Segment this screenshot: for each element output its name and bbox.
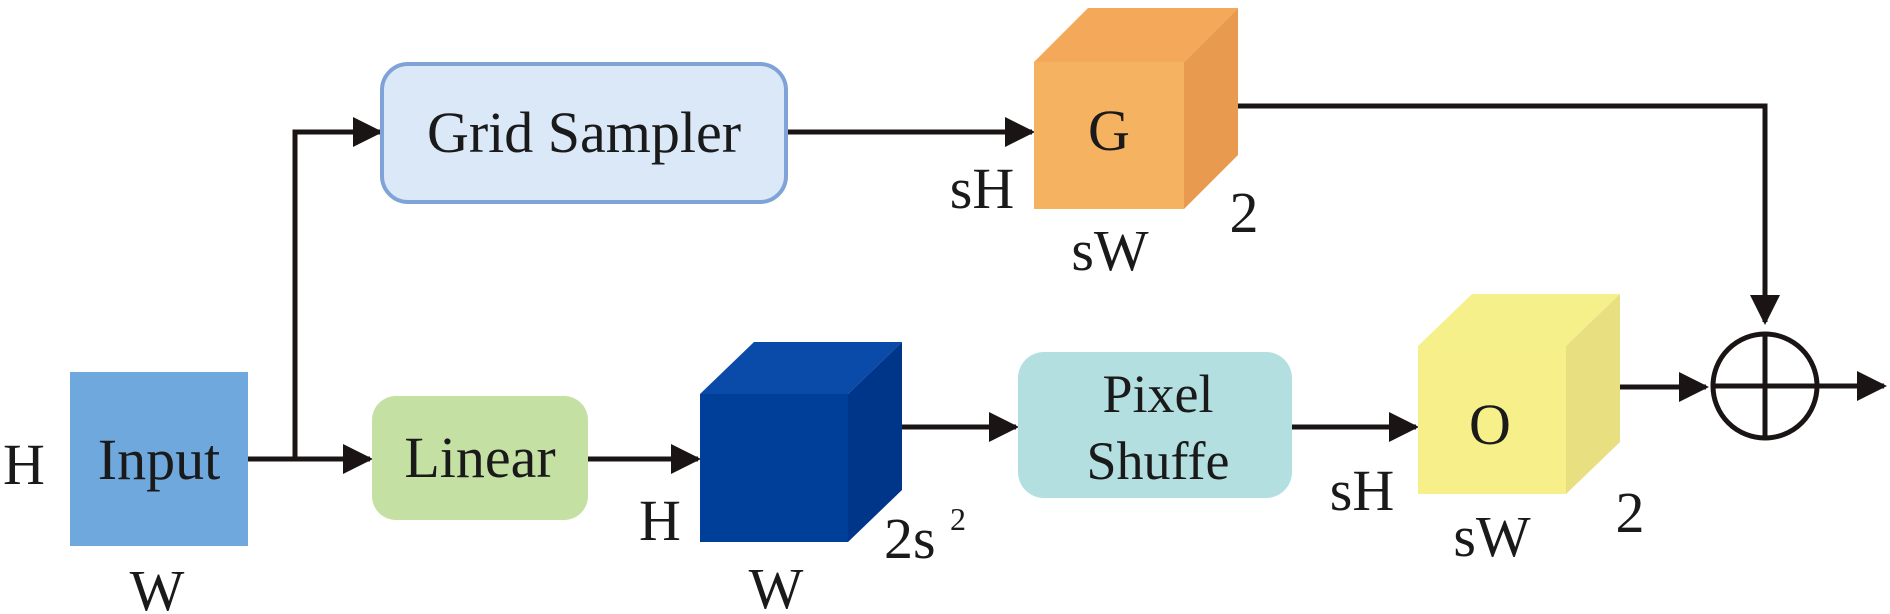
- linear-block: Linear: [372, 396, 588, 520]
- feature-depth-label: 2s: [884, 506, 936, 571]
- connections: [248, 103, 1887, 474]
- o-depth-label: 2: [1616, 480, 1645, 545]
- o-cube-side: [1566, 294, 1620, 494]
- pixel-shuffle-label-line2: Shuffe: [1087, 431, 1230, 491]
- feature-width-label: W: [749, 556, 804, 614]
- g-height-label: sH: [950, 156, 1014, 221]
- input-width-label: W: [130, 558, 185, 614]
- arrow-g-to-sum: [1238, 103, 1780, 325]
- input-label: Input: [98, 427, 220, 492]
- feature-cube-side: [848, 342, 902, 542]
- grid-sampler-label: Grid Sampler: [427, 100, 741, 165]
- feature-depth-superscript: 2: [950, 501, 966, 537]
- grid-sampler-rect: [380, 62, 788, 204]
- g-width-label: sW: [1071, 218, 1149, 283]
- feature-cube: H W 2s 2: [639, 342, 966, 614]
- pixel-shuffle-block: Pixel Shuffe: [1018, 352, 1292, 498]
- arrow-input-to-grid-sampler: [292, 117, 383, 459]
- g-cube-label: G: [1088, 98, 1130, 163]
- o-height-label: sH: [1330, 458, 1394, 523]
- output-cube: O sH sW 2: [1330, 294, 1645, 569]
- linear-rect: [372, 396, 588, 520]
- grid-sampler-block: Grid Sampler: [380, 62, 788, 204]
- o-width-label: sW: [1453, 504, 1531, 569]
- o-cube-top: [1418, 294, 1620, 346]
- pixel-shuffle-label-line1: Pixel: [1102, 364, 1213, 424]
- g-depth-label: 2: [1230, 180, 1259, 245]
- input-rect: [70, 372, 248, 546]
- o-cube-front: [1418, 346, 1566, 494]
- g-cube-top: [1034, 8, 1238, 62]
- linear-label: Linear: [404, 425, 555, 490]
- feature-height-label: H: [639, 488, 681, 553]
- sum-node: [1710, 331, 1820, 441]
- g-cube-side: [1184, 8, 1238, 209]
- o-cube-label: O: [1469, 392, 1511, 457]
- input-block: Input H W: [3, 372, 248, 614]
- feature-cube-front: [700, 394, 848, 542]
- grid-output-cube: G sH sW 2: [950, 8, 1259, 283]
- feature-cube-top: [700, 342, 902, 394]
- input-height-label: H: [3, 432, 45, 497]
- g-cube-front: [1034, 62, 1184, 209]
- pixel-shuffle-rect: [1018, 352, 1292, 498]
